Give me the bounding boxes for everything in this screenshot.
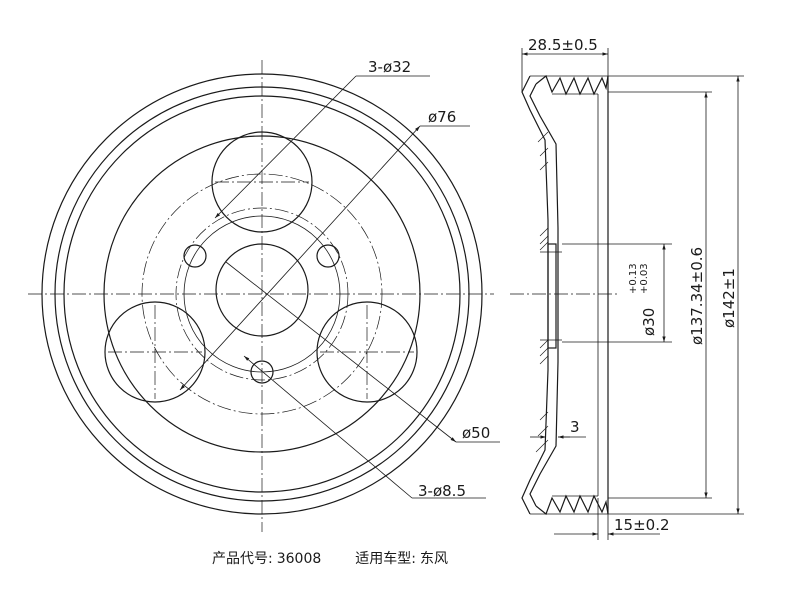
- caption: 产品代号:36008 适用车型:东风: [212, 548, 452, 568]
- grooves-top: [535, 75, 609, 96]
- hub-bore: [547, 243, 557, 349]
- dim-groove-dia: ø137.34±0.6: [688, 247, 706, 345]
- leader-bolt-circle: [179, 125, 421, 391]
- dim-bore-tol-upper: +0.13: [628, 263, 639, 294]
- dim-bore: ø30: [640, 308, 658, 336]
- dim-wall: 3: [570, 418, 580, 436]
- small-hole-left: [183, 244, 207, 268]
- section-left-inner: [529, 83, 559, 507]
- front-view: 3-ø32 ø76 ø50 3-ø8.5: [28, 58, 500, 532]
- product-label: 产品代号:: [212, 551, 273, 567]
- vehicle-label: 适用车型:: [355, 551, 416, 567]
- leader-holes-small: [243, 355, 413, 499]
- dim-bolt-circle: ø76: [428, 108, 456, 126]
- dim-width-total: 28.5±0.5: [528, 36, 598, 54]
- section-left-profile: [521, 75, 549, 515]
- grooves-bottom: [535, 494, 609, 515]
- vehicle: 东风: [419, 551, 448, 567]
- section-hatch: [535, 131, 549, 453]
- dim-holes-large: 3-ø32: [368, 58, 411, 76]
- dim-center-hole: ø50: [462, 424, 490, 442]
- product-code: 36008: [276, 551, 322, 567]
- dim-outer-dia: ø142±1: [720, 268, 738, 328]
- dim-holes-small: 3-ø8.5: [418, 482, 466, 500]
- leader-center-hole: [225, 261, 457, 443]
- side-view: 28.5±0.5 ø30 +0.13 +0.03 ø137.34±0.6 ø14…: [510, 36, 744, 540]
- dim-groove-width: 15±0.2: [614, 516, 670, 534]
- small-hole-right: [316, 244, 340, 268]
- dim-bore-tol-lower: +0.03: [639, 263, 650, 294]
